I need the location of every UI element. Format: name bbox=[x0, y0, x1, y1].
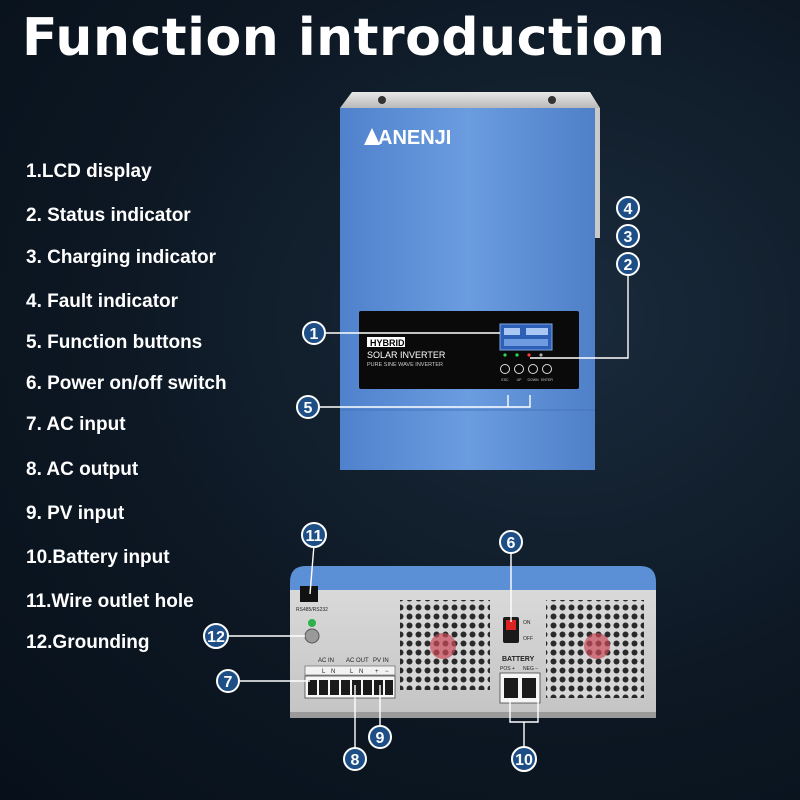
inverter-front: ANENJI HYBRID SOLAR INVERTER PURE SINE W… bbox=[340, 92, 600, 470]
mounting-bracket bbox=[340, 92, 600, 108]
svg-text:L: L bbox=[322, 669, 326, 675]
status-indicator-led bbox=[503, 353, 507, 357]
svg-text:2: 2 bbox=[624, 257, 633, 274]
callout-badges: 1 4 3 2 5 11 6 12 7 9 8 10 bbox=[203, 196, 640, 772]
callout-9: 9 bbox=[368, 725, 392, 749]
svg-text:1: 1 bbox=[310, 326, 319, 343]
rear-top-cover bbox=[290, 566, 656, 590]
up-button[interactable] bbox=[514, 364, 524, 374]
brand-name: ANENJI bbox=[378, 127, 451, 149]
ac-out-label: AC OUT bbox=[346, 658, 369, 664]
down-button[interactable] bbox=[528, 364, 538, 374]
svg-text:4: 4 bbox=[624, 201, 633, 218]
fan-left bbox=[430, 633, 456, 659]
svg-text:12: 12 bbox=[207, 629, 225, 646]
svg-text:3: 3 bbox=[624, 229, 633, 246]
svg-text:9: 9 bbox=[376, 730, 385, 747]
feature-fault-indicator: 4. Fault indicator bbox=[26, 291, 179, 312]
hybrid-label-bg bbox=[367, 337, 405, 347]
inverter-rear: RS485/RS232 ON OFF AC IN AC OUT PV IN L … bbox=[290, 566, 656, 718]
mount-hole bbox=[378, 96, 386, 104]
fan-right bbox=[584, 633, 610, 659]
inverter-body bbox=[340, 108, 595, 470]
svg-text:ENTER: ENTER bbox=[541, 378, 553, 382]
battery-pos-label: POS + bbox=[500, 666, 515, 672]
feature-pv-input: 9. PV input bbox=[26, 503, 125, 524]
callout-8: 8 bbox=[343, 747, 367, 771]
feature-lcd-display: 1.LCD display bbox=[26, 161, 152, 182]
battery-label: BATTERY bbox=[502, 656, 535, 663]
svg-text:N: N bbox=[331, 669, 335, 675]
feature-grounding: 12.Grounding bbox=[26, 632, 150, 653]
svg-text:8: 8 bbox=[351, 752, 360, 769]
lcd-display bbox=[499, 323, 553, 351]
esc-button[interactable] bbox=[500, 364, 510, 374]
enter-button[interactable] bbox=[542, 364, 552, 374]
callout-6: 6 bbox=[499, 530, 523, 554]
battery-terminals bbox=[499, 672, 541, 704]
callout-11: 11 bbox=[301, 522, 327, 548]
svg-text:5: 5 bbox=[304, 400, 313, 417]
battery-neg-label: NEG − bbox=[523, 666, 538, 672]
pv-in-label: PV IN bbox=[373, 658, 389, 664]
terminal-block bbox=[304, 675, 396, 699]
svg-text:ESC: ESC bbox=[501, 378, 509, 382]
switch-off-label: OFF bbox=[523, 636, 533, 642]
switch-on-label: ON bbox=[523, 620, 531, 626]
callout-5: 5 bbox=[296, 395, 320, 419]
callout-4: 4 bbox=[616, 196, 640, 220]
callout-10: 10 bbox=[511, 746, 537, 772]
page-title: Function introduction bbox=[22, 8, 666, 68]
callout-3: 3 bbox=[616, 224, 640, 248]
svg-text:L: L bbox=[350, 669, 354, 675]
mount-hole bbox=[548, 96, 556, 104]
feature-battery-input: 10.Battery input bbox=[26, 547, 170, 568]
svg-text:7: 7 bbox=[224, 674, 233, 691]
svg-text:11: 11 bbox=[306, 528, 323, 545]
panel-subtitle: PURE SINE WAVE INVERTER bbox=[367, 362, 443, 368]
svg-text:−: − bbox=[385, 669, 389, 675]
svg-text:10: 10 bbox=[515, 752, 533, 769]
svg-text:UP: UP bbox=[517, 378, 523, 382]
feature-function-buttons: 5. Function buttons bbox=[26, 332, 203, 353]
brand-logo: ANENJI bbox=[364, 127, 451, 149]
comm-port-label: RS485/RS232 bbox=[296, 607, 328, 613]
leader-lines bbox=[228, 264, 629, 748]
svg-text:DOWN: DOWN bbox=[527, 378, 539, 382]
svg-text:6: 6 bbox=[507, 535, 516, 552]
power-switch-rocker bbox=[506, 620, 516, 630]
fault-indicator-led bbox=[527, 353, 531, 357]
callout-2: 2 bbox=[616, 252, 640, 276]
svg-text:+: + bbox=[375, 669, 379, 675]
model-label: SOLAR INVERTER bbox=[367, 350, 446, 360]
indicator-leds bbox=[503, 353, 543, 357]
function-buttons: ESC UP DOWN ENTER bbox=[500, 364, 553, 382]
callout-1: 1 bbox=[302, 321, 326, 345]
grounding-symbol bbox=[308, 619, 316, 627]
ac-in-label: AC IN bbox=[318, 658, 334, 664]
feature-charging-indicator: 3. Charging indicator bbox=[26, 247, 217, 268]
feature-status-indicator: 2. Status indicator bbox=[26, 205, 191, 226]
svg-text:N: N bbox=[359, 669, 363, 675]
hybrid-label: HYBRID bbox=[370, 338, 405, 348]
grounding-screw bbox=[304, 628, 320, 644]
feature-ac-output: 8. AC output bbox=[26, 459, 139, 480]
feature-wire-outlet-hole: 11.Wire outlet hole bbox=[26, 591, 194, 612]
callout-12: 12 bbox=[203, 623, 229, 649]
feature-ac-input: 7. AC input bbox=[26, 414, 126, 435]
charging-indicator-led bbox=[515, 353, 519, 357]
callout-7: 7 bbox=[216, 669, 240, 693]
feature-power-switch: 6. Power on/off switch bbox=[26, 373, 227, 394]
wire-outlet-hole bbox=[300, 586, 318, 602]
